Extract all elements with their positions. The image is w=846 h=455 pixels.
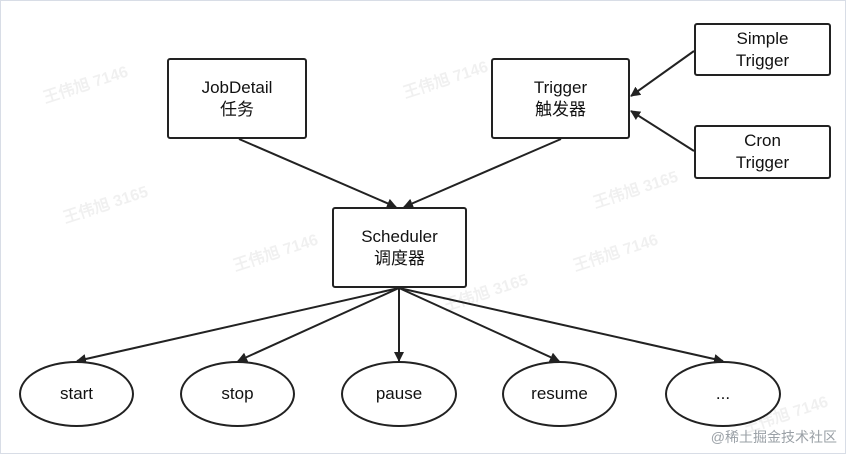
simple-trigger-line2: Trigger — [735, 50, 790, 70]
source-credit: @稀土掘金技术社区 — [710, 429, 837, 445]
cron-trigger-line1: Cron — [744, 131, 781, 150]
jobdetail-title: JobDetail — [201, 77, 273, 97]
trigger-subtitle: 触发器 — [535, 99, 586, 119]
action-pause: pause — [341, 361, 457, 427]
action-start: start — [19, 361, 134, 427]
trigger-node: Trigger 触发器 — [491, 58, 630, 139]
action-resume: resume — [502, 361, 617, 427]
cron-trigger-node: Cron Trigger — [694, 125, 831, 179]
scheduler-subtitle: 调度器 — [374, 248, 425, 268]
trigger-title: Trigger — [533, 77, 588, 97]
edge-scheduler-to-more — [398, 287, 724, 364]
cron-trigger-line2: Trigger — [735, 153, 790, 172]
edge-scheduler-to-start — [76, 287, 400, 364]
action-more: ... — [665, 361, 781, 427]
scheduler-node: Scheduler 调度器 — [332, 207, 467, 288]
action-stop: stop — [180, 361, 295, 427]
jobdetail-subtitle: 任务 — [220, 99, 254, 119]
edge-simple-to-trigger — [630, 50, 695, 97]
jobdetail-node: JobDetail 任务 — [167, 58, 307, 139]
edge-cron-to-trigger — [630, 110, 695, 152]
simple-trigger-line1: Simple — [736, 28, 789, 48]
edge-jobdetail-to-scheduler — [238, 138, 397, 209]
scheduler-title: Scheduler — [361, 226, 438, 246]
simple-trigger-node: Simple Trigger — [694, 23, 831, 76]
edge-trigger-to-scheduler — [403, 138, 562, 209]
edge-scheduler-to-stop — [237, 287, 400, 362]
edge-scheduler-to-resume — [398, 287, 560, 362]
